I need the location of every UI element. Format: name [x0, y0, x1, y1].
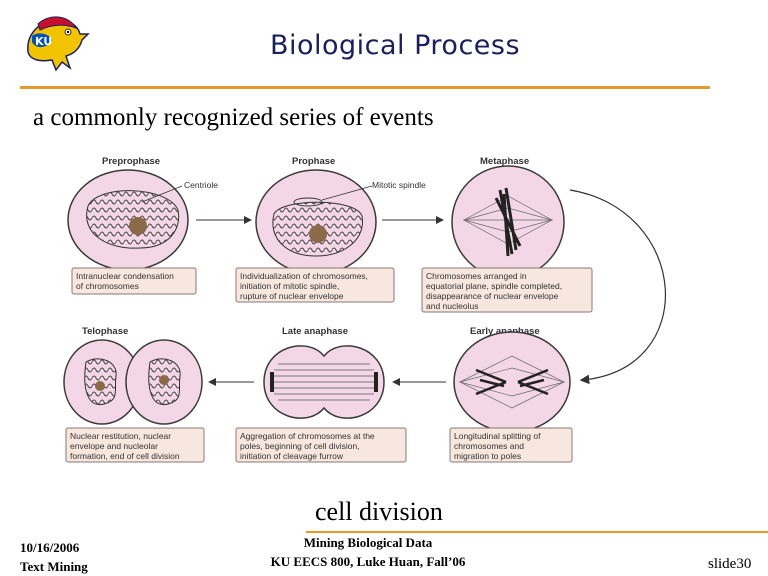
cell-metaphase	[451, 165, 565, 279]
svg-text:migration to poles: migration to poles	[454, 451, 521, 461]
svg-text:of chromosomes: of chromosomes	[76, 281, 139, 291]
callout-telophase: Nuclear restitution, nuclear envelope an…	[65, 427, 205, 463]
title-divider	[20, 86, 710, 89]
svg-text:formation, end of cell divisio: formation, end of cell division	[70, 451, 180, 461]
footer-course-info: KU EECS 800, Luke Huan, Fall’06	[270, 554, 466, 569]
stage-label-early-anaphase: Early anaphase	[470, 326, 540, 337]
footer-divider	[306, 531, 768, 533]
slide-number: slide30	[708, 556, 752, 572]
callout-late-anaphase: Aggregation of chromosomes at the poles,…	[235, 427, 407, 463]
slide-subtitle: a commonly recognized series of events	[33, 104, 434, 131]
stage-label-metaphase: Metaphase	[480, 156, 529, 167]
svg-text:and nucleolus: and nucleolus	[426, 301, 478, 311]
svg-text:Aggregation of chromosomes at: Aggregation of chromosomes at the	[240, 431, 375, 441]
pointer-centriole: Centriole	[184, 180, 218, 190]
callout-prophase: Individualization of chromosomes, initia…	[235, 267, 395, 303]
svg-text:poles, beginning of cell divis: poles, beginning of cell division,	[240, 441, 360, 451]
cell-early-anaphase	[453, 331, 571, 433]
svg-text:Intranuclear condensation: Intranuclear condensation	[76, 271, 174, 281]
cell-prophase	[255, 169, 377, 275]
footer-left: 10/16/2006 Text Mining	[20, 538, 88, 576]
cell-late-anaphase	[263, 345, 385, 419]
logo-text: KU	[35, 35, 52, 48]
cell-division-diagram: Preprophase Prophase Metaphase Centriole…	[60, 150, 680, 470]
ku-jayhawk-logo: KU	[18, 12, 90, 74]
svg-text:initiation of cleavage furrow: initiation of cleavage furrow	[240, 451, 344, 461]
svg-text:equatorial plane, spindle comp: equatorial plane, spindle completed,	[426, 281, 562, 291]
callout-preprophase: Intranuclear condensation of chromosomes	[71, 267, 197, 295]
stage-label-prophase: Prophase	[292, 156, 335, 167]
callout-metaphase: Chromosomes arranged in equatorial plane…	[421, 267, 593, 313]
figure-caption: cell division	[315, 497, 443, 526]
footer-date: 10/16/2006	[20, 540, 80, 555]
svg-text:Nuclear restitution, nuclear: Nuclear restitution, nuclear	[70, 431, 171, 441]
arrow-metaphase-to-early-anaphase	[569, 189, 667, 385]
footer-course: Text Mining	[20, 559, 88, 574]
stage-label-telophase: Telophase	[82, 326, 128, 337]
pointer-mitotic-spindle: Mitotic spindle	[372, 180, 426, 190]
callout-early-anaphase: Longitudinal splitting of chromosomes an…	[449, 427, 573, 463]
footer-lecture-title: Mining Biological Data	[303, 535, 433, 550]
svg-text:Chromosomes arranged in: Chromosomes arranged in	[426, 271, 527, 281]
stage-label-late-anaphase: Late anaphase	[282, 326, 348, 337]
svg-text:chromosomes and: chromosomes and	[454, 441, 524, 451]
svg-text:initiation of mitotic spindle,: initiation of mitotic spindle,	[240, 281, 339, 291]
svg-text:Individualization of chromosom: Individualization of chromosomes,	[240, 271, 368, 281]
svg-text:envelope and nucleolar: envelope and nucleolar	[70, 441, 158, 451]
svg-text:disappearance of nuclear envel: disappearance of nuclear envelope	[426, 291, 559, 301]
footer-center: Mining Biological Data KU EECS 800, Luke…	[258, 533, 478, 571]
svg-text:Longitudinal splitting of: Longitudinal splitting of	[454, 431, 541, 441]
cell-telophase	[63, 339, 203, 425]
slide-title: Biological Process	[269, 30, 521, 61]
svg-text:rupture of nuclear envelope: rupture of nuclear envelope	[240, 291, 344, 301]
stage-label-preprophase: Preprophase	[102, 156, 160, 167]
cell-preprophase	[67, 169, 189, 271]
